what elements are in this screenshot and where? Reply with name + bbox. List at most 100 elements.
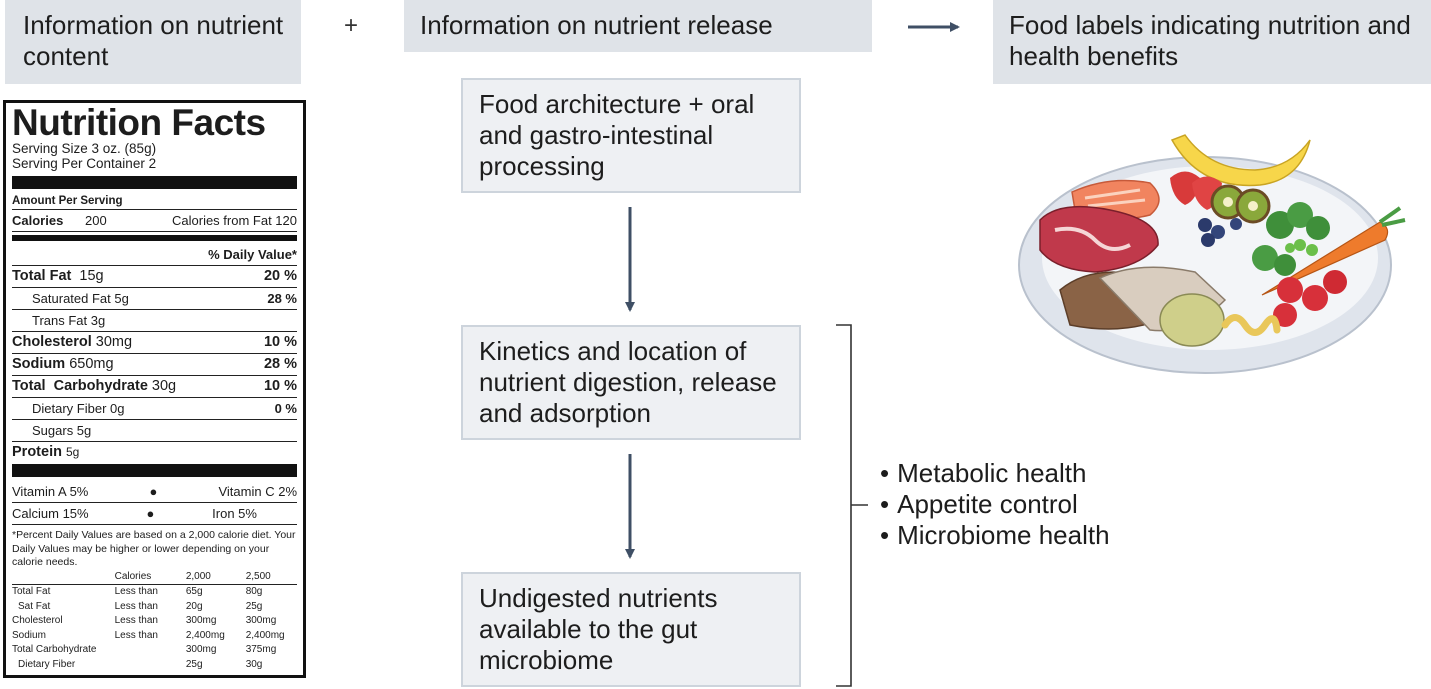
nutrient-amount: 5g: [65, 445, 80, 459]
table-cell: Less than: [114, 586, 158, 597]
table-row: Cholesterol Less than 300mg 300mg: [12, 614, 297, 629]
nutrient-row-sodium: Sodium 650mg 28 %: [12, 354, 297, 376]
table-cell: 2,000: [185, 570, 211, 582]
plus-sign: +: [344, 12, 359, 39]
nutrient-amount: 30g: [151, 378, 177, 394]
calories-from-fat: Calories from Fat 120: [172, 213, 297, 228]
table-cell: 80g: [245, 586, 263, 597]
vitamin-right: Iron 5%: [212, 506, 257, 521]
health-outcomes-list: Metabolic health Appetite control Microb…: [880, 458, 1110, 551]
nutrient-row-protein: Protein 5g: [12, 442, 297, 463]
vitamin-left: Vitamin A 5%: [12, 484, 89, 499]
nutrient-row-total-carbohydrate: Total Carbohydrate 30g 10 %: [12, 376, 297, 398]
outcome-appetite-control: Appetite control: [880, 489, 1110, 520]
serving-size: Serving Size 3 oz. (85g): [12, 141, 157, 156]
table-cell: Sodium: [12, 629, 46, 641]
outcome-metabolic-health: Metabolic health: [880, 458, 1110, 489]
table-cell: [115, 658, 186, 673]
nutrient-row-saturated-fat: Saturated Fat 5g 28 %: [12, 288, 297, 310]
nutrient-row-dietary-fiber: Dietary Fiber 0g 0 %: [12, 398, 297, 420]
daily-value-header-row: % Daily Value*: [12, 244, 297, 266]
divider-thick-2: [12, 464, 297, 477]
nutrient-row-sugars: Sugars 5g: [12, 420, 297, 442]
header-nutrient-content: Information on nutrient content: [5, 0, 301, 84]
table-cell: Dietary Fiber: [18, 658, 76, 670]
vitamin-left: Calcium 15%: [12, 506, 89, 521]
table-cell: 20g: [185, 600, 203, 612]
nutrition-facts-label: Nutrition Facts Serving Size 3 oz. (85g)…: [3, 100, 306, 678]
nutrient-label: Sodium: [12, 356, 66, 372]
table-cell: 30g: [245, 658, 263, 670]
table-cell: Less than: [114, 629, 158, 641]
divider-medium: [12, 235, 297, 241]
nutrient-amount: 15g: [79, 268, 104, 284]
vitamin-row-1: Vitamin A 5% ● Vitamin C 2%: [12, 481, 297, 503]
header-nutrient-content-text: Information on nutrient content: [23, 10, 284, 71]
vitamin-row-2: Calcium 15% ● Iron 5%: [12, 503, 297, 525]
flow-step-3-text: Undigested nutrients available to the gu…: [479, 583, 718, 675]
nutrient-label: Protein: [12, 444, 62, 460]
header-food-labels-text: Food labels indicating nutrition and hea…: [1009, 10, 1411, 71]
header-food-labels: Food labels indicating nutrition and hea…: [993, 0, 1431, 84]
table-cell: 300mg: [245, 615, 277, 626]
nutrient-amount: 30mg: [95, 334, 133, 350]
nutrient-dv: 28 %: [267, 291, 297, 306]
table-header-row: Calories 2,000 2,500: [12, 570, 297, 585]
nutrient-label: Sugars 5g: [32, 423, 92, 438]
table-cell: 300mg: [185, 644, 217, 655]
table-cell: 2,400mg: [245, 629, 285, 641]
outcome-microbiome-health: Microbiome health: [880, 520, 1109, 551]
table-cell: 25g: [245, 600, 263, 612]
flow-box-kinetics: Kinetics and location of nutrient digest…: [461, 325, 801, 440]
nutrient-label: Trans Fat 3g: [32, 313, 106, 328]
table-cell: 25g: [185, 658, 203, 670]
nutrient-row-trans-fat: Trans Fat 3g: [12, 310, 297, 332]
table-cell: 375mg: [245, 644, 277, 655]
table-cell: [115, 643, 186, 658]
nutrient-amount: 650mg: [69, 356, 114, 372]
calories-row: Calories 200 Calories from Fat 120: [12, 210, 297, 232]
table-cell: Cholesterol: [12, 615, 63, 626]
bullet-dot: ●: [149, 484, 158, 499]
table-cell: Total Fat: [12, 586, 51, 597]
table-row: Total Fat Less than 65g 80g: [12, 584, 297, 600]
nutrient-row-total-fat: Total Fat 15g 20 %: [12, 266, 297, 288]
table-cell: Less than: [114, 600, 158, 612]
table-row: Total Carbohydrate 300mg 375mg: [12, 643, 297, 658]
bracket: [836, 324, 868, 687]
servings-per-container: Serving Per Container 2: [12, 156, 157, 171]
daily-value-reference-table: Calories 2,000 2,500 Total Fat Less than…: [12, 570, 297, 673]
flow-step-1-text: Food architecture + oral and gastro-inte…: [479, 89, 755, 181]
flow-box-food-architecture: Food architecture + oral and gastro-inte…: [461, 78, 801, 193]
nutrient-dv: 10 %: [263, 334, 297, 350]
table-row: Sat Fat Less than 20g 25g: [12, 600, 297, 615]
plate-illustration: [1018, 134, 1406, 374]
nutrient-label: Saturated Fat 5g: [32, 291, 129, 306]
flow-step-2-text: Kinetics and location of nutrient digest…: [479, 336, 777, 428]
table-cell: Calories: [114, 570, 152, 582]
table-cell: [12, 570, 115, 585]
table-cell: Total Carbohydrate: [12, 644, 97, 655]
nutrient-label: Dietary Fiber 0g: [32, 401, 125, 416]
nutrient-dv: 10 %: [263, 378, 297, 394]
table-cell: Sat Fat: [18, 600, 51, 612]
calories-label: Calories: [12, 213, 64, 228]
table-row: Sodium Less than 2,400mg 2,400mg: [12, 629, 297, 644]
table-cell: 2,400mg: [185, 629, 225, 641]
nutrient-label: Cholesterol: [12, 334, 92, 350]
nutrient-dv: 0 %: [274, 401, 297, 416]
nutrient-label: Total Fat: [12, 268, 72, 284]
header-nutrient-release-text: Information on nutrient release: [420, 10, 773, 40]
table-cell: 300mg: [185, 615, 217, 626]
nutrition-facts-title: Nutrition Facts: [12, 102, 266, 143]
table-row: Dietary Fiber 25g 30g: [12, 658, 297, 673]
amount-per-serving: Amount Per Serving: [12, 193, 297, 210]
divider-thick: [12, 176, 297, 189]
daily-value-header: % Daily Value*: [208, 247, 297, 262]
calories-value: 200: [84, 213, 107, 228]
header-nutrient-release: Information on nutrient release: [404, 0, 872, 52]
nutrient-row-cholesterol: Cholesterol 30mg 10 %: [12, 332, 297, 354]
table-cell: 2,500: [245, 570, 271, 582]
nutrient-dv: 28 %: [263, 356, 297, 372]
